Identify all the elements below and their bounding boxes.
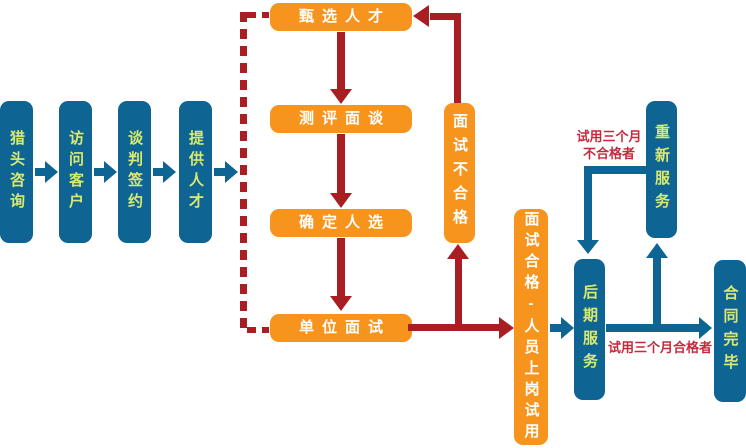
- node-negotiate-sign: 谈判签约: [118, 101, 151, 243]
- node-company-interview: 单位面试: [270, 314, 412, 342]
- dashed-line-vertical: [240, 12, 247, 333]
- node-provide-talent: 提供人才: [179, 101, 212, 243]
- dashed-line-bottom: [247, 327, 269, 333]
- node-headhunting-consult: 猎头咨询: [0, 101, 33, 243]
- node-interview-fail: 面试不合格: [444, 103, 475, 243]
- node-contract-complete: 合同完毕: [714, 260, 746, 402]
- node-interview-pass: 面试合格-人员上岗试用: [514, 209, 548, 445]
- label-trial-fail-line1: 试用三个月: [576, 129, 642, 144]
- node-confirm-candidate: 确定人选: [270, 209, 412, 237]
- node-select-talent: 甄选人才: [270, 3, 412, 31]
- node-post-service: 后期服务: [574, 259, 605, 400]
- label-trial-fail: 试用三个月 不合格者: [573, 128, 645, 162]
- label-trial-fail-line2: 不合格者: [582, 146, 635, 161]
- dashed-line-top: [247, 12, 269, 18]
- label-trial-pass: 试用三个月合格者: [608, 340, 713, 355]
- node-visit-client: 访问客户: [59, 101, 92, 243]
- node-assess-interview: 测评面谈: [270, 105, 412, 133]
- node-re-service: 重新服务: [646, 101, 677, 238]
